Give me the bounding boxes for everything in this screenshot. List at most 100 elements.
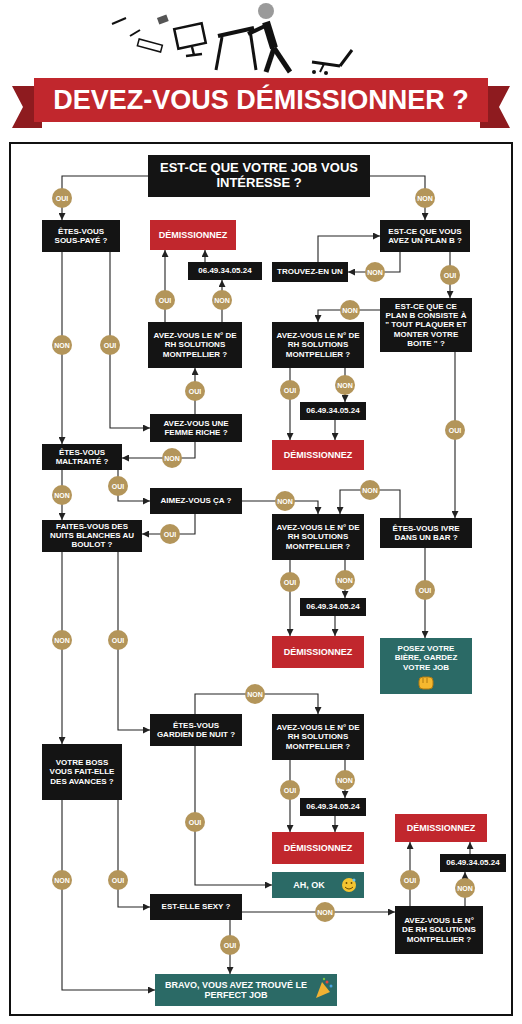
edge-label: NON	[315, 902, 335, 922]
outcome-box: AH, OK	[272, 872, 364, 898]
node-text: POSEZ VOTRE BIÈRE, GARDEZ VOTRE JOB	[384, 644, 468, 672]
node-text: AH, OK	[293, 880, 325, 890]
decision-box: AVEZ-VOUS LE N° DE RH SOLUTIONS MONTPELL…	[272, 714, 364, 760]
node-text: DÉMISSIONNEZ	[284, 450, 353, 460]
edge-label: NON	[52, 485, 72, 505]
leg	[266, 48, 274, 72]
monitor-stand	[186, 54, 202, 56]
phone-box: 06.49.34.05.24	[188, 262, 262, 280]
connector	[334, 816, 335, 832]
connector	[62, 176, 148, 220]
edge-label: OUI	[155, 290, 175, 310]
phone-box: 06.49.34.05.24	[300, 402, 366, 420]
phone-box: 06.49.34.05.24	[300, 798, 366, 816]
node-text: EST-CE QUE VOTRE JOB VOUS INTÉRESSE ?	[152, 161, 366, 191]
edge-label: OUI	[52, 188, 72, 208]
phone-box: 06.49.34.05.24	[440, 854, 506, 872]
node-text: AVEZ-VOUS LE N° DE RH SOLUTIONS MONTPELL…	[276, 723, 360, 751]
edge-label: OUI	[280, 380, 300, 400]
node-text: AVEZ-VOUS LE N° DE RH SOLUTIONS MONTPELL…	[399, 916, 479, 944]
edge-label: OUI	[185, 812, 205, 832]
edge-label: OUI	[108, 630, 128, 650]
edge-label: NON	[212, 290, 232, 310]
edge-label: NON	[360, 480, 380, 500]
edge-label: OUI	[440, 265, 460, 285]
action-box: DÉMISSIONNEZ	[272, 636, 364, 668]
decision-box: EST-ELLE SEXY ?	[150, 894, 242, 920]
frame	[10, 143, 512, 1015]
edge-label: OUI	[220, 935, 240, 955]
connector	[334, 420, 335, 440]
connector	[334, 616, 335, 636]
chair	[312, 62, 340, 66]
action-box: DÉMISSIONNEZ	[272, 832, 364, 864]
node-text: ÊTES-VOUS GARDIEN DE NUIT ?	[154, 721, 238, 739]
node-text: AVEZ-VOUS UNE FEMME RICHE ?	[154, 419, 238, 437]
connector	[164, 250, 165, 322]
node-text: 06.49.34.05.24	[198, 266, 251, 275]
edge-label: OUI	[160, 524, 180, 544]
decision-box: AIMEZ-VOUS ÇA ?	[150, 488, 242, 514]
connector	[289, 368, 290, 440]
connector	[469, 842, 470, 854]
edge-label: OUI	[280, 572, 300, 592]
edge-label: NON	[335, 375, 355, 395]
head	[258, 3, 274, 19]
decision-box: VOTRE BOSS VOUS FAIT-ELLE DES AVANCES ?	[42, 744, 122, 800]
edge-label: NON	[455, 878, 475, 898]
action-box: DÉMISSIONNEZ	[272, 440, 364, 470]
node-text: BRAVO, VOUS AVEZ TROUVÉ LE PERFECT JOB	[161, 980, 311, 1001]
edge-label: NON	[275, 491, 295, 511]
edge-label: NON	[52, 335, 72, 355]
node-text: ÊTES-VOUS MALTRAITÉ ?	[46, 448, 118, 466]
node-text: AVEZ-VOUS LE N° DE RH SOLUTIONS MONTPELL…	[276, 523, 360, 551]
node-text: DÉMISSIONNEZ	[284, 843, 353, 853]
decision-box: EST-CE QUE CE PLAN B CONSISTE À " TOUT P…	[380, 298, 472, 352]
edge-label: OUI	[108, 476, 128, 496]
edge-label: NON	[245, 684, 265, 704]
decision-box: AVEZ-VOUS UNE FEMME RICHE ?	[150, 414, 242, 442]
connector	[122, 442, 195, 458]
edge-label: OUI	[280, 780, 300, 800]
item	[157, 15, 169, 25]
illustration	[112, 3, 352, 75]
decision-box: AVEZ-VOUS LE N° DE RH SOLUTIONS MONTPELL…	[148, 322, 242, 368]
node-text: AVEZ-VOUS LE N° DE RH SOLUTIONS MONTPELL…	[276, 331, 360, 359]
edge-label: NON	[340, 300, 360, 320]
edge-label: NON	[52, 630, 72, 650]
node-text: 06.49.34.05.24	[306, 802, 359, 811]
edge-label: OUI	[108, 870, 128, 890]
body	[266, 22, 274, 48]
node-text: EST-CE QUE CE PLAN B CONSISTE À " TOUT P…	[384, 302, 468, 348]
node-text: EST-CE QUE VOUS AVEZ UN PLAN B ?	[384, 227, 466, 245]
node-text: FAITES-VOUS DES NUITS BLANCHES AU BOULOT…	[46, 522, 138, 550]
edge-label: NON	[415, 188, 435, 208]
node-text: DÉMISSIONNEZ	[159, 230, 228, 240]
decision-box: TROUVEZ-EN UN	[272, 262, 348, 282]
ribbon	[34, 78, 488, 122]
connector	[195, 746, 272, 885]
node-text: ÊTES-VOUS IVRE DANS UN BAR ?	[384, 524, 468, 542]
action-box: DÉMISSIONNEZ	[395, 814, 487, 842]
node-text: EST-ELLE SEXY ?	[162, 902, 231, 911]
edge-label: NON	[52, 870, 72, 890]
node-text: VOTRE BOSS VOUS FAIT-ELLE DES AVANCES ?	[46, 758, 118, 786]
decision-box: AVEZ-VOUS LE N° DE RH SOLUTIONS MONTPELL…	[272, 322, 364, 368]
edge-label: OUI	[445, 420, 465, 440]
leg	[274, 48, 290, 72]
node-text: AVEZ-VOUS LE N° DE RH SOLUTIONS MONTPELL…	[152, 331, 238, 359]
arm	[248, 26, 265, 34]
node-text: 06.49.34.05.24	[446, 858, 499, 867]
connector	[318, 236, 380, 262]
outcome-box: BRAVO, VOUS AVEZ TROUVÉ LE PERFECT JOB	[155, 974, 337, 1006]
edge-label: OUI	[185, 381, 205, 401]
edge-label: NON	[162, 448, 182, 468]
edge-label: NON	[365, 262, 385, 282]
decision-box: AVEZ-VOUS LE N° DE RH SOLUTIONS MONTPELL…	[395, 906, 483, 954]
node-text: TROUVEZ-EN UN	[277, 267, 343, 276]
decision-box: FAITES-VOUS DES NUITS BLANCHES AU BOULOT…	[42, 520, 142, 552]
pen	[130, 30, 140, 36]
decision-box: ÊTES-VOUS GARDIEN DE NUIT ?	[150, 714, 242, 746]
outcome-box: POSEZ VOTRE BIÈRE, GARDEZ VOTRE JOB	[380, 638, 472, 694]
